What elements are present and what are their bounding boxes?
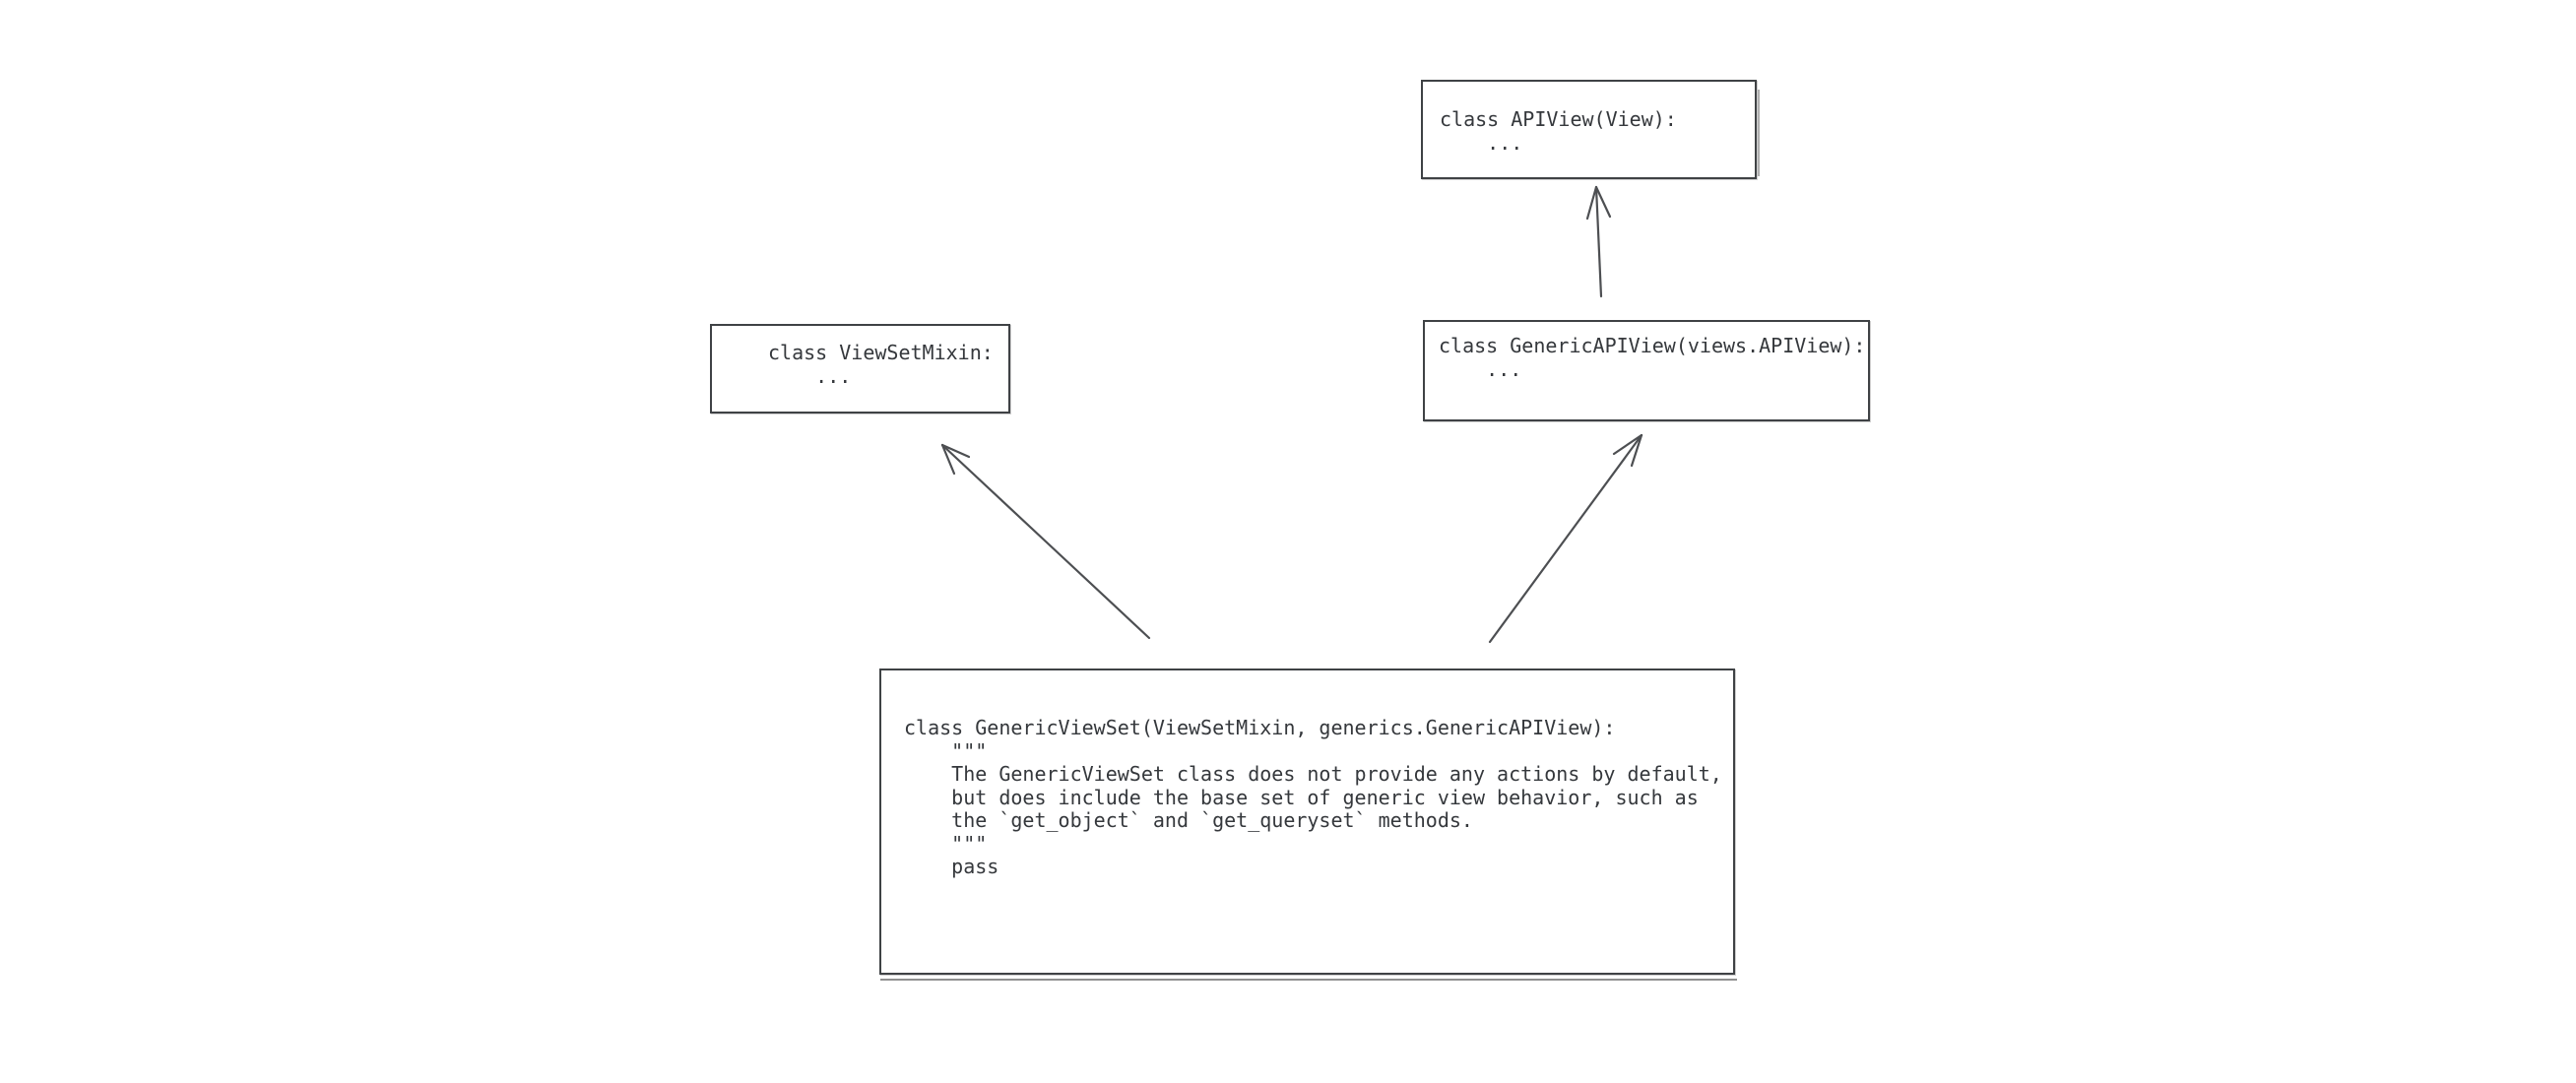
class-box-viewsetmixin-code: class ViewSetMixin: ... (768, 341, 994, 388)
arrow-genericviewset-to-viewsetmixin (940, 443, 1151, 640)
class-box-apiview: class APIView(View): ... (1421, 80, 1760, 179)
arrow-genericapiview-to-apiview (1585, 185, 1612, 298)
arrow-genericviewset-to-genericapiview (1488, 433, 1643, 644)
class-box-apiview-code: class APIView(View): ... (1440, 107, 1677, 155)
class-box-genericviewset: class GenericViewSet(ViewSetMixin, gener… (879, 669, 1737, 981)
class-box-viewsetmixin: class ViewSetMixin: ... (710, 324, 1010, 414)
class-box-genericviewset-code: class GenericViewSet(ViewSetMixin, gener… (904, 716, 1722, 878)
class-box-genericapiview-code: class GenericAPIView(views.APIView): ... (1439, 334, 1866, 381)
class-box-genericapiview: class GenericAPIView(views.APIView): ... (1423, 320, 1870, 421)
